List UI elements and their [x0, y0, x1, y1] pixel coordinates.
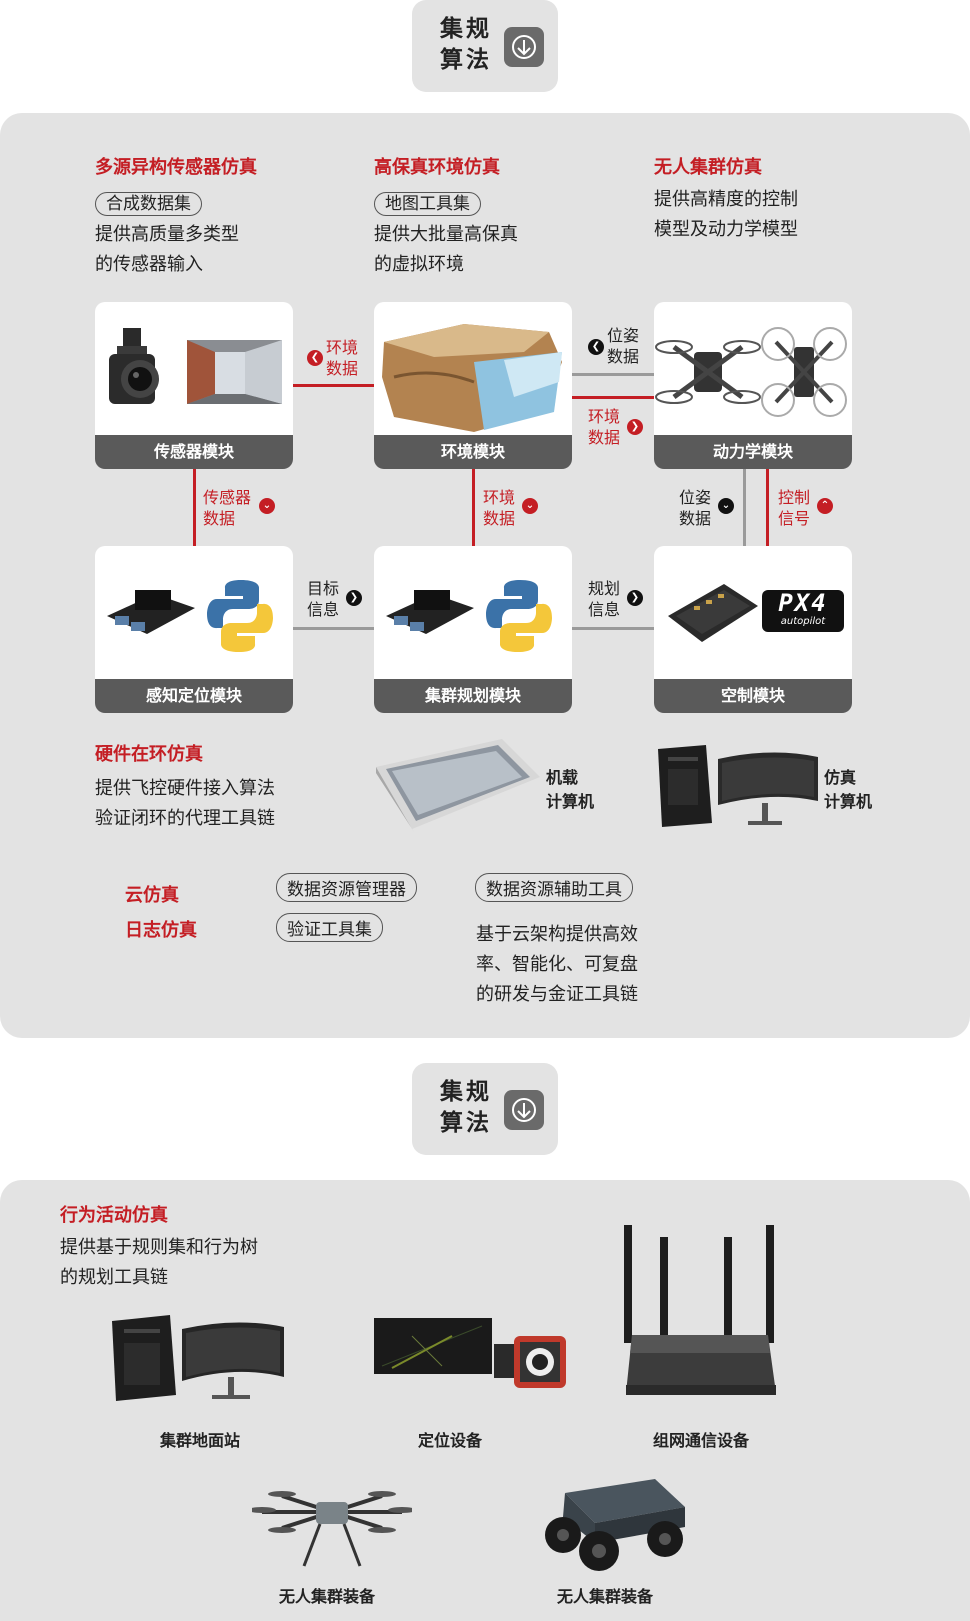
positioning-device-image	[374, 1318, 566, 1388]
arrow-right-icon: ❯	[627, 590, 643, 606]
uav-image	[252, 1491, 412, 1567]
arrow-left-icon: ❮	[588, 339, 604, 355]
arrow-down-icon: ⌄	[522, 498, 538, 514]
sensor-module-card[interactable]: 传感器模块	[95, 302, 293, 469]
behavior-title: 行为活动仿真	[60, 1205, 168, 1226]
arrow-down-icon: ⌄	[718, 498, 734, 514]
connector-dynamics-control-pose	[743, 469, 746, 546]
sensor-sim-section: 多源异构传感器仿真 合成数据集 提供高质量多类型 的传感器输入	[95, 153, 257, 280]
hil-section: 硬件在环仿真 提供飞控硬件接入算法 验证闭环的代理工具链	[95, 740, 275, 834]
sensor-module-label: 传感器模块	[95, 435, 293, 469]
px4-logo: PX4 autopilot	[778, 589, 828, 627]
sensor-sim-desc-1: 提供高质量多类型	[95, 224, 239, 245]
env-module-card[interactable]: 环境模块	[374, 302, 572, 469]
control-module-label: 空制模块	[654, 679, 852, 713]
control-signal-label: 控制 信号	[778, 488, 811, 528]
connector-planning-control	[572, 627, 654, 630]
connector-sensor-env	[293, 384, 374, 387]
jetson-python-image	[107, 580, 273, 652]
arrow-down-icon[interactable]	[504, 1090, 544, 1130]
connector-sensor-perception	[193, 469, 196, 546]
map-toolset-tag[interactable]: 地图工具集	[374, 192, 481, 216]
network-device-image	[624, 1225, 776, 1395]
sim-computer-label: 仿真 计算机	[824, 768, 873, 811]
sensor-data-label: 传感器 数据	[203, 488, 252, 528]
log-sim-title: 日志仿真	[125, 920, 197, 941]
hil-desc-2: 验证闭环的代理工具链	[95, 808, 275, 829]
positioning-device-label: 定位设备	[417, 1431, 482, 1450]
validation-toolset-tag[interactable]: 验证工具集	[276, 913, 383, 942]
hil-desc-1: 提供飞控硬件接入算法	[95, 778, 275, 799]
swarm-sim-desc-1: 提供高精度的控制	[654, 189, 798, 210]
perception-module-card[interactable]: 感知定位模块	[95, 546, 293, 713]
cloud-sim-title: 云仿真	[125, 885, 179, 906]
env-data-label-3: 环境 数据	[483, 488, 516, 528]
ugv-label: 无人集群装备	[556, 1587, 653, 1606]
jetson-python-image	[386, 580, 552, 652]
data-resource-manager-tag[interactable]: 数据资源管理器	[276, 873, 417, 902]
env-sim-desc-1: 提供大批量高保真	[374, 224, 518, 245]
flow-pill-bottom: 集规 算法	[412, 1063, 558, 1155]
behavior-desc-2: 的规划工具链	[60, 1267, 168, 1288]
swarm-sim-title: 无人集群仿真	[654, 157, 762, 178]
equipment-panel	[0, 1180, 970, 1621]
ground-station-label: 集群地面站	[159, 1431, 240, 1450]
env-sim-title: 高保真环境仿真	[374, 157, 500, 178]
terrain-image	[382, 324, 562, 432]
sim-computer-image	[658, 745, 818, 827]
cloud-desc-1: 基于云架构提供高效	[476, 924, 638, 945]
network-device-label: 组网通信设备	[652, 1431, 749, 1450]
pixhawk-image	[668, 584, 844, 642]
target-info-label: 目标 信息	[307, 579, 340, 619]
behavior-desc-1: 提供基于规则集和行为树	[60, 1237, 258, 1258]
flow-pill-top-label: 集规 算法	[440, 16, 492, 73]
data-resource-aux-tool-tag[interactable]: 数据资源辅助工具	[475, 873, 633, 902]
cloud-desc: 基于云架构提供高效 率、智能化、可复盘 的研发与金证工具链	[476, 920, 638, 1010]
arrow-right-icon: ❯	[346, 590, 362, 606]
synthetic-dataset-tag[interactable]: 合成数据集	[95, 192, 202, 216]
env-data-label-2: 环境 数据	[588, 407, 621, 447]
connector-perception-planning	[293, 627, 374, 630]
arrow-down-icon[interactable]	[504, 27, 544, 67]
quadcopter-image	[655, 327, 847, 417]
flow-pill-top: 集规 算法	[412, 0, 558, 92]
sensor-camera-image	[109, 328, 282, 404]
swarm-sim-desc-2: 模型及动力学模型	[654, 219, 798, 240]
pose-data-label-2: 位姿 数据	[679, 488, 712, 528]
connector-env-dynamics-pose	[572, 373, 654, 376]
env-module-label: 环境模块	[374, 435, 572, 469]
pose-data-label-1: 位姿 数据	[607, 326, 640, 366]
env-sim-desc-2: 的虚拟环境	[374, 254, 464, 275]
connector-env-planning	[472, 469, 475, 546]
swarm-sim-section: 无人集群仿真 提供高精度的控制 模型及动力学模型	[654, 153, 798, 245]
onboard-computer-image	[376, 739, 540, 832]
ground-station-image	[112, 1315, 284, 1401]
env-sim-section: 高保真环境仿真 地图工具集 提供大批量高保真 的虚拟环境	[374, 153, 518, 280]
arrow-up-icon: ⌃	[817, 498, 833, 514]
cloud-desc-3: 的研发与金证工具链	[476, 984, 638, 1005]
cloud-desc-2: 率、智能化、可复盘	[476, 954, 638, 975]
hil-title: 硬件在环仿真	[95, 744, 203, 765]
planning-module-card[interactable]: 集群规划模块	[374, 546, 572, 713]
flow-pill-bottom-label: 集规 算法	[440, 1079, 492, 1136]
planning-module-label: 集群规划模块	[374, 679, 572, 713]
sensor-sim-desc-2: 的传感器输入	[95, 254, 203, 275]
arrow-right-icon: ❯	[627, 419, 643, 435]
dynamics-module-card[interactable]: 动力学模块	[654, 302, 852, 469]
connector-env-dynamics-env	[572, 396, 654, 399]
plan-info-label: 规划 信息	[588, 579, 621, 619]
behavior-section: 行为活动仿真 提供基于规则集和行为树 的规划工具链	[60, 1201, 258, 1293]
arrow-down-icon: ⌄	[259, 498, 275, 514]
onboard-computer-label: 机载 计算机	[546, 768, 595, 811]
env-data-label-1: 环境 数据	[326, 338, 359, 378]
ugv-image	[545, 1479, 685, 1571]
perception-module-label: 感知定位模块	[95, 679, 293, 713]
sensor-sim-title: 多源异构传感器仿真	[95, 157, 257, 178]
control-module-card[interactable]: PX4 autopilot 空制模块	[654, 546, 852, 713]
arrow-left-icon: ❮	[307, 350, 323, 366]
connector-dynamics-control-signal	[766, 469, 769, 546]
dynamics-module-label: 动力学模块	[654, 435, 852, 469]
uav-label: 无人集群装备	[278, 1587, 375, 1606]
